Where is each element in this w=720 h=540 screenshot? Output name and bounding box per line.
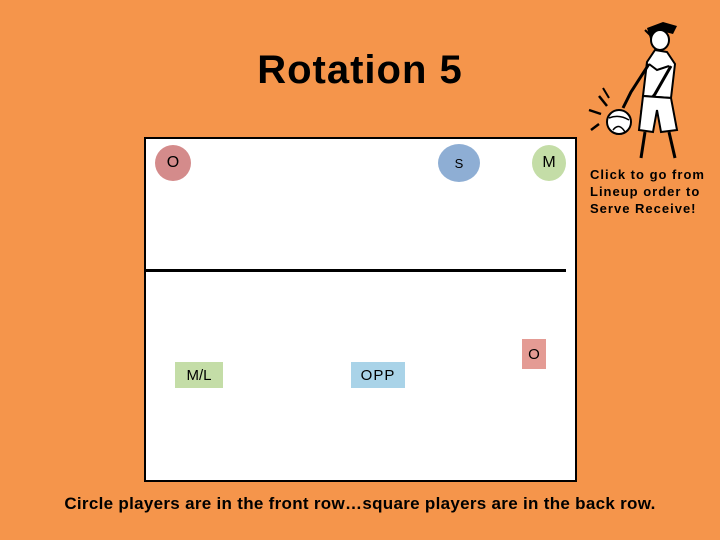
back-row-player-ml: M/L [175, 362, 223, 388]
player-label: OPP [360, 366, 396, 384]
player-label: O [166, 154, 180, 171]
front-row-player-o: O [155, 145, 191, 181]
front-row-player-s: S [438, 144, 480, 182]
player-label: S [454, 155, 464, 171]
footnote: Circle players are in the front row…squa… [64, 494, 656, 513]
player-label: M [542, 154, 556, 171]
serve-receive-link[interactable]: Click to go from Lineup order to Serve R… [590, 167, 705, 216]
player-label: O [528, 345, 540, 363]
back-row-player-opp: OPP [351, 362, 405, 388]
slide-title: Rotation 5 [257, 48, 463, 92]
front-row-player-m: M [532, 145, 566, 181]
back-row-player-o: O [522, 339, 546, 369]
court-net [146, 269, 566, 272]
volleyball-court: O S M M/L OPP O [144, 137, 577, 482]
player-label: M/L [186, 366, 212, 384]
volleyball-player-icon[interactable] [585, 18, 695, 168]
